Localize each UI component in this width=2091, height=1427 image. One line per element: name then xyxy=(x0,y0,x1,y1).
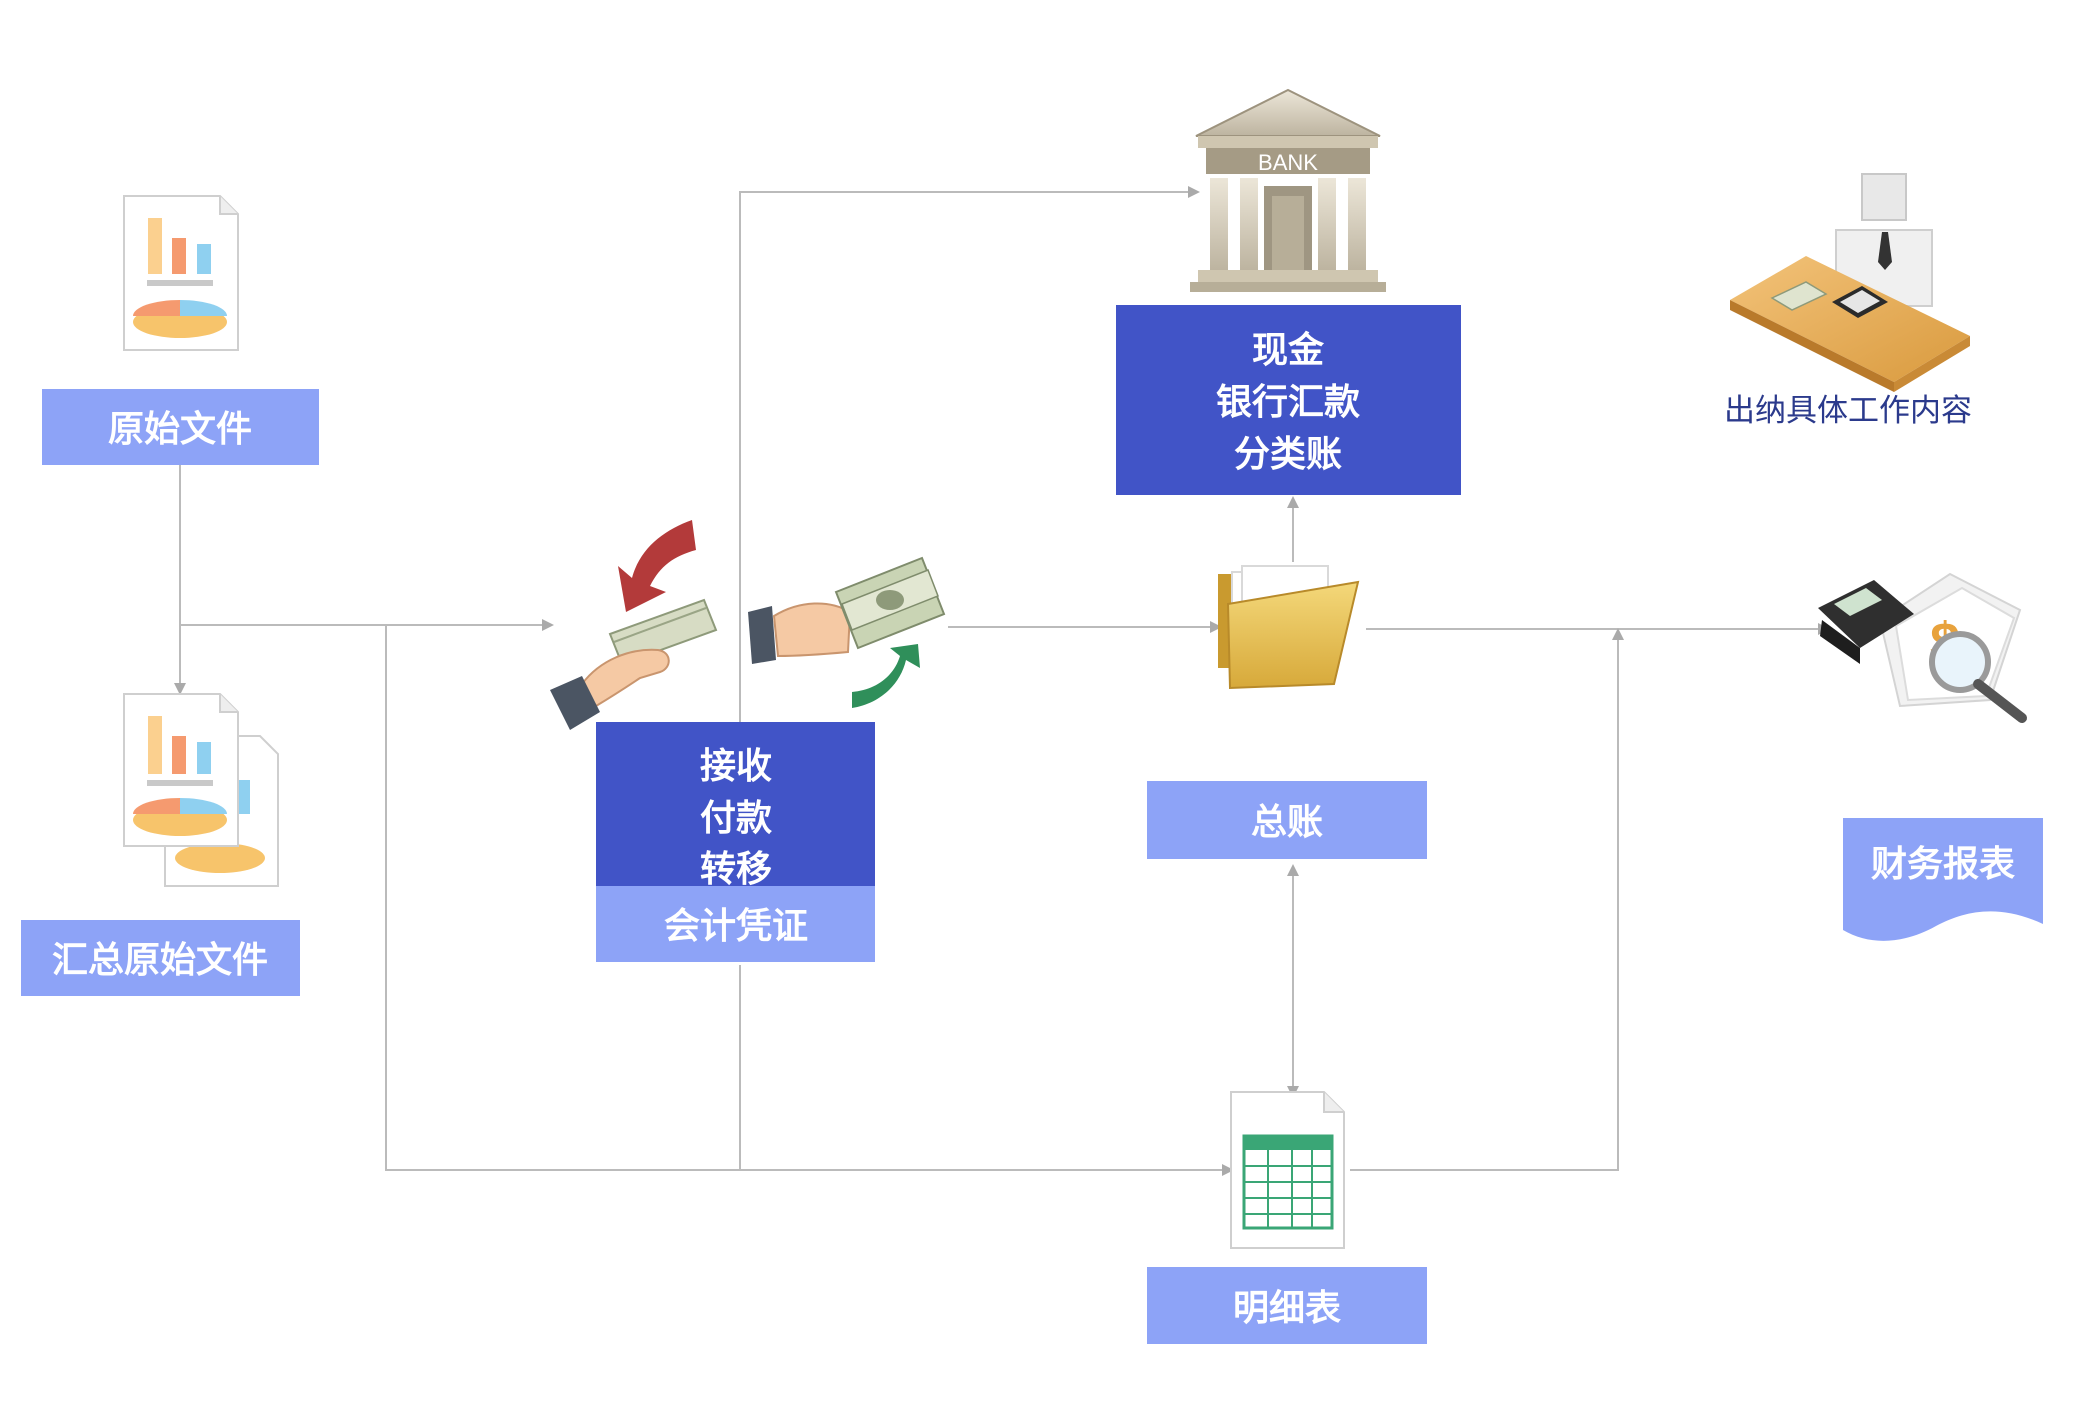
chart-document-icon xyxy=(123,195,239,351)
ledger-line-bank-transfer: 银行汇款 xyxy=(1216,382,1360,423)
ledger-line-cash: 现金 xyxy=(1252,329,1325,371)
general-ledger-label: 总账 xyxy=(1251,802,1323,843)
original-docs-box[interactable] xyxy=(42,389,319,465)
ledger-box[interactable] xyxy=(1116,305,1461,495)
stacked-chart-documents-icon xyxy=(123,693,279,887)
receive-money-hand-icon xyxy=(550,520,718,730)
bank-sign: BANK xyxy=(1258,150,1318,175)
detail-sheet-label: 明细表 xyxy=(1233,1288,1341,1329)
voucher-label: 会计凭证 xyxy=(664,906,808,947)
voucher-line-pay: 付款 xyxy=(700,798,772,839)
cashier-at-desk-icon xyxy=(1730,173,1970,392)
connector-voucher-to-bank xyxy=(739,186,1200,725)
original-docs-label: 原始文件 xyxy=(108,409,252,450)
give-money-hand-icon xyxy=(748,556,946,708)
voucher-detail-box[interactable] xyxy=(596,722,875,886)
connector-detail-to-report xyxy=(1350,628,1624,1171)
financial-report-label: 财务报表 xyxy=(1871,844,2015,885)
calculator-magnifier-report-icon: $ xyxy=(1818,572,2027,723)
summary-docs-label: 汇总原始文件 xyxy=(52,940,268,981)
bank-building-icon: BANK xyxy=(1190,88,1386,292)
general-ledger-box[interactable] xyxy=(1147,781,1427,859)
cashier-title: 出纳具体工作内容 xyxy=(1724,393,1972,429)
spreadsheet-document-icon xyxy=(1230,1091,1345,1249)
voucher-line-receive: 接收 xyxy=(700,746,772,787)
connector-original-to-detail xyxy=(385,625,1234,1176)
connectors xyxy=(174,186,1830,1176)
voucher-box[interactable] xyxy=(596,886,875,962)
folder-icon xyxy=(1218,565,1360,690)
ledger-line-sub-ledger: 分类账 xyxy=(1234,434,1342,475)
voucher-line-transfer: 转移 xyxy=(700,849,772,890)
financial-report-box[interactable] xyxy=(1843,818,2043,941)
summary-docs-box[interactable] xyxy=(21,920,300,996)
detail-sheet-box[interactable] xyxy=(1147,1267,1427,1344)
